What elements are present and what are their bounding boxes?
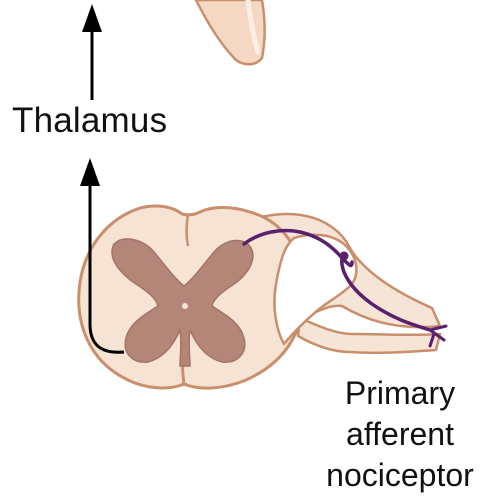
primary-afferent-nociceptor-label: Primary afferent nociceptor [300,373,500,496]
central-canal [182,303,188,309]
dorsal-median-septum [187,214,189,246]
ascending-arrowhead-lower [80,158,100,186]
thalamus-label: Thalamus [12,100,167,142]
nociceptor-label-line-3: nociceptor [300,455,500,496]
nociceptor-label-line-2: afferent [300,414,500,455]
nociceptor-cell-body [340,252,349,261]
nociceptor-label-line-1: Primary [300,373,500,414]
ascending-arrowhead-upper [82,4,102,32]
